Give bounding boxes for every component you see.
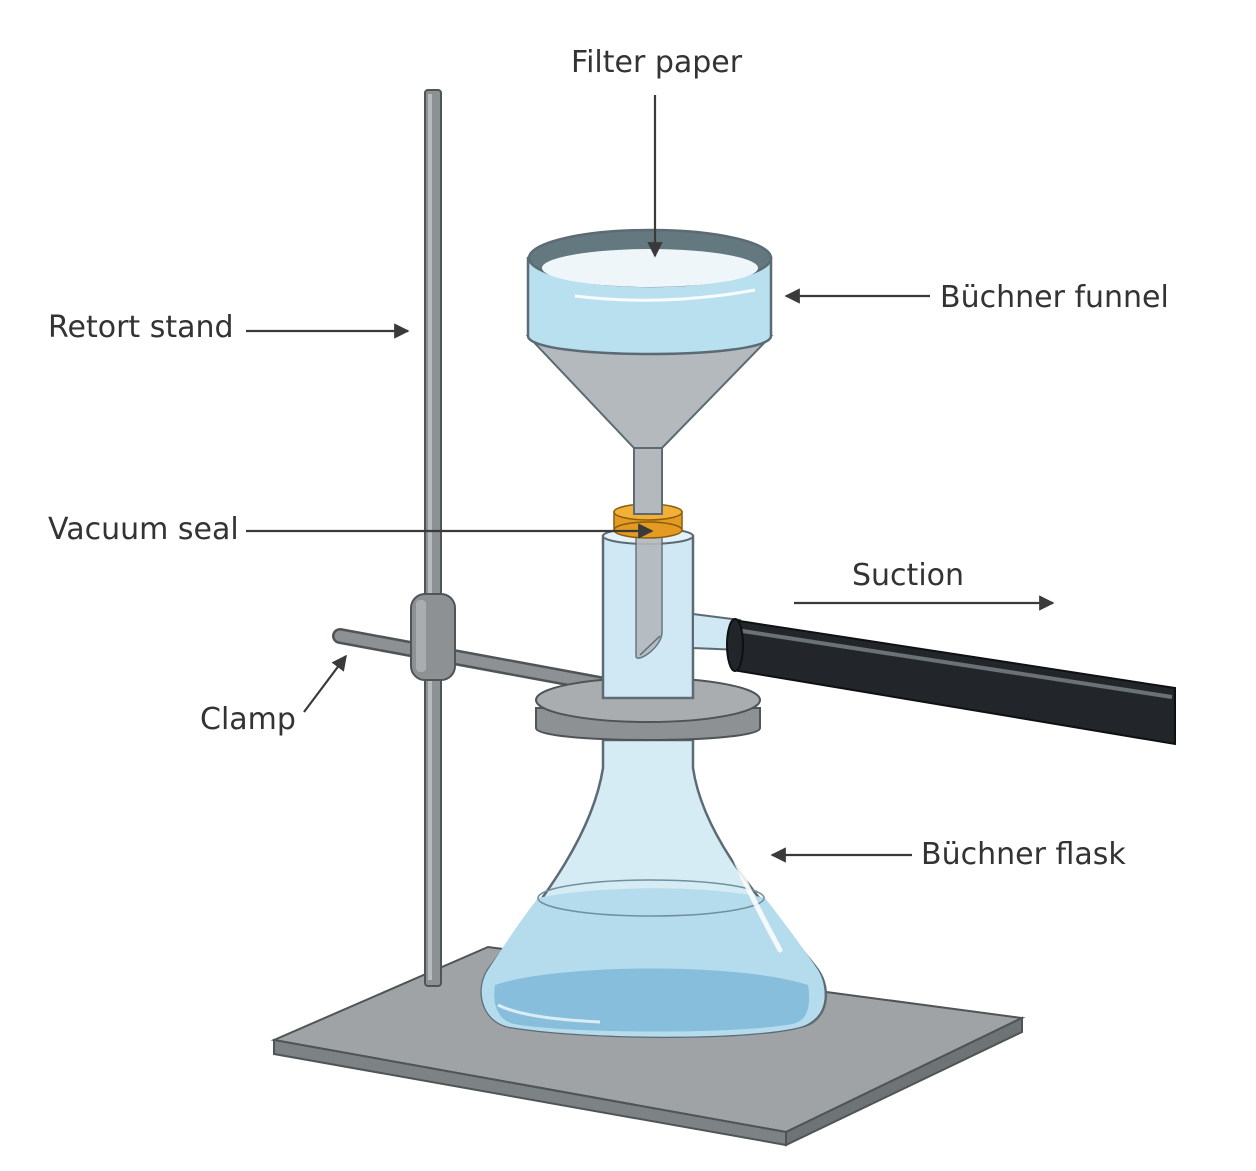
suction-tube (726, 618, 1176, 746)
label-retort-stand: Retort stand (48, 310, 234, 345)
clamp-arrow (303, 654, 347, 713)
label-buchner-funnel: Büchner funnel (940, 280, 1169, 315)
rubber-stopper-disk (535, 677, 761, 741)
label-clamp: Clamp (200, 702, 296, 737)
label-suction: Suction (852, 558, 965, 593)
retort-stand-rod (424, 89, 442, 987)
clamp-arm (332, 593, 608, 692)
base-plate (270, 945, 1026, 1147)
flask-neck-adapter (601, 519, 741, 700)
buchner-funnel-body (526, 228, 773, 356)
buchner-flask (480, 738, 828, 1038)
label-buchner-flask: Büchner flask (921, 837, 1126, 872)
label-vacuum-seal: Vacuum seal (48, 512, 239, 547)
label-filter-paper: Filter paper (571, 45, 743, 80)
funnel-stem (633, 447, 663, 515)
